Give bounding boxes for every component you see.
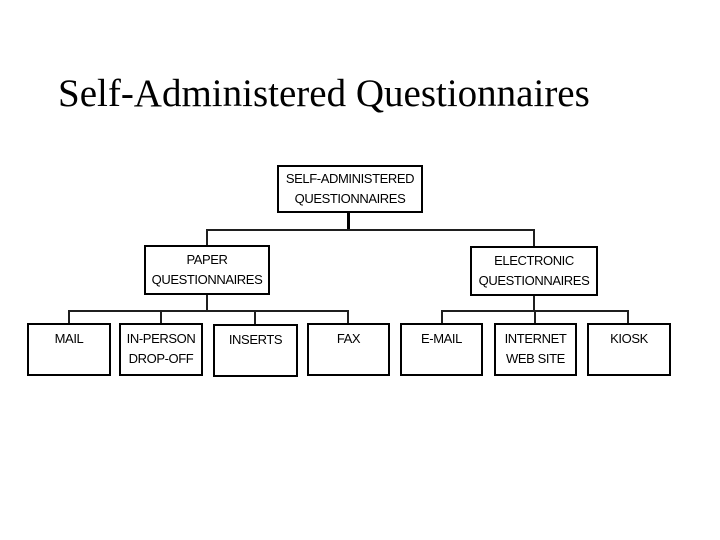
node-label: INSERTS — [228, 332, 283, 347]
connector-line — [160, 310, 162, 324]
node-label: KIOSK — [610, 331, 648, 346]
node-electronic-questionnaires: ELECTRONIC QUESTIONNAIRES — [470, 246, 598, 296]
node-label: INTERNET WEB SITE — [504, 331, 567, 366]
connector-line — [441, 310, 443, 324]
node-label: FAX — [336, 331, 361, 346]
node-e-mail: E-MAIL — [400, 323, 483, 376]
node-fax: FAX — [307, 323, 390, 376]
connector-line — [68, 310, 349, 312]
node-label: MAIL — [54, 331, 84, 346]
node-label: PAPER QUESTIONNAIRES — [151, 252, 263, 287]
connector-line — [206, 293, 208, 312]
connector-line — [347, 310, 349, 324]
connector-line — [347, 211, 350, 230]
node-label: E-MAIL — [421, 331, 462, 346]
connector-line — [206, 229, 208, 246]
node-label: IN-PERSON DROP-OFF — [126, 331, 196, 366]
node-label: SELF-ADMINISTERED QUESTIONNAIRES — [285, 171, 415, 206]
connector-line — [206, 229, 535, 231]
node-in-person-drop-off: IN-PERSON DROP-OFF — [119, 323, 203, 376]
node-mail: MAIL — [27, 323, 111, 376]
connector-line — [533, 294, 535, 312]
connector-line — [533, 229, 535, 247]
connector-line — [534, 310, 536, 324]
node-internet-web-site: INTERNET WEB SITE — [494, 323, 577, 376]
node-paper-questionnaires: PAPER QUESTIONNAIRES — [144, 245, 270, 295]
node-inserts: INSERTS — [213, 324, 298, 377]
node-self-administered-questionnaires: SELF-ADMINISTERED QUESTIONNAIRES — [277, 165, 423, 213]
connector-line — [254, 310, 256, 324]
connector-line — [68, 310, 70, 324]
node-label: ELECTRONIC QUESTIONNAIRES — [478, 253, 590, 288]
node-kiosk: KIOSK — [587, 323, 671, 376]
connector-line — [627, 310, 629, 324]
slide-title: Self-Administered Questionnaires — [58, 72, 590, 115]
